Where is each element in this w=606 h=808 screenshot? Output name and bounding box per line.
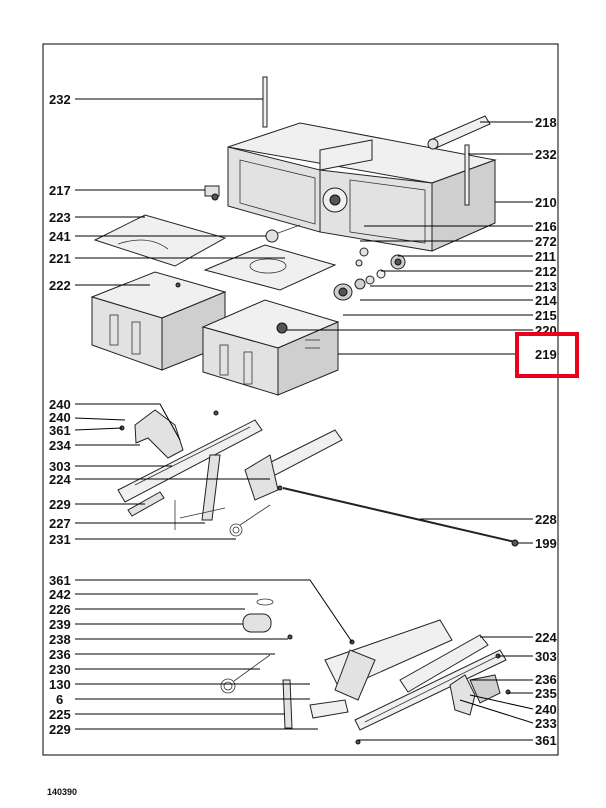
label-235: 235 (535, 686, 557, 701)
label-217: 217 (49, 183, 71, 198)
label-228: 228 (535, 512, 557, 527)
label-224: 224 (49, 472, 71, 487)
label-272: 272 (535, 234, 557, 249)
plate-221 (203, 244, 337, 291)
label-199: 199 (535, 536, 557, 551)
plate-223 (93, 214, 227, 267)
leader-lines (74, 98, 534, 741)
rod-228 (282, 487, 519, 547)
label-212: 212 (535, 264, 557, 279)
label-211: 211 (535, 249, 556, 264)
label-241: 241 (49, 229, 71, 244)
label-214: 214 (535, 293, 557, 308)
document-code: 140390 (47, 787, 77, 797)
label-222: 222 (49, 278, 71, 293)
fitting-217 (204, 185, 220, 201)
label-225: 225 (49, 707, 71, 722)
label-238: 238 (49, 632, 71, 647)
label-230: 230 (49, 662, 71, 677)
label-303: 303 (49, 459, 71, 474)
label-213: 213 (535, 279, 557, 294)
label-229: 229 (49, 497, 71, 512)
label-224: 224 (535, 630, 557, 645)
label-361: 361 (535, 733, 557, 748)
label-231: 231 (49, 532, 71, 547)
label-240: 240 (535, 702, 557, 717)
label-219: 219 (535, 347, 557, 362)
label-130: 130 (49, 677, 71, 692)
drawer-219 (201, 299, 340, 396)
label-227: 227 (49, 516, 71, 531)
label-232: 232 (49, 92, 71, 107)
label-226: 226 (49, 602, 71, 617)
small-parts-cluster (333, 247, 406, 301)
label-210: 210 (535, 195, 557, 210)
label-6: 6 (56, 692, 63, 707)
label-216: 216 (535, 219, 557, 234)
label-232: 232 (535, 147, 557, 162)
label-236: 236 (49, 647, 71, 662)
label-233: 233 (535, 716, 557, 731)
right-labels: 218 232 210 216 272 211 212 213 214 215 … (535, 115, 557, 748)
drawer-222 (90, 271, 227, 371)
highlight-box (515, 332, 579, 378)
right-slide-mechanism (220, 598, 511, 745)
label-240: 240 (49, 410, 71, 425)
label-361: 361 (49, 423, 71, 438)
label-242: 242 (49, 587, 71, 602)
label-215: 215 (535, 308, 557, 323)
label-236: 236 (535, 672, 557, 687)
label-361: 361 (49, 573, 71, 588)
label-240: 240 (49, 397, 71, 412)
label-234: 234 (49, 438, 71, 453)
label-221: 221 (49, 251, 71, 266)
label-229: 229 (49, 722, 71, 737)
diagram-frame (42, 43, 559, 756)
label-223: 223 (49, 210, 71, 225)
label-239: 239 (49, 617, 71, 632)
knob-241 (265, 224, 301, 243)
left-slide-mechanism (117, 409, 343, 537)
label-303: 303 (535, 649, 557, 664)
left-labels: 232 217 223 241 221 222 240 240 361 234 … (49, 92, 71, 737)
housing-assembly (227, 76, 497, 252)
label-218: 218 (535, 115, 557, 130)
